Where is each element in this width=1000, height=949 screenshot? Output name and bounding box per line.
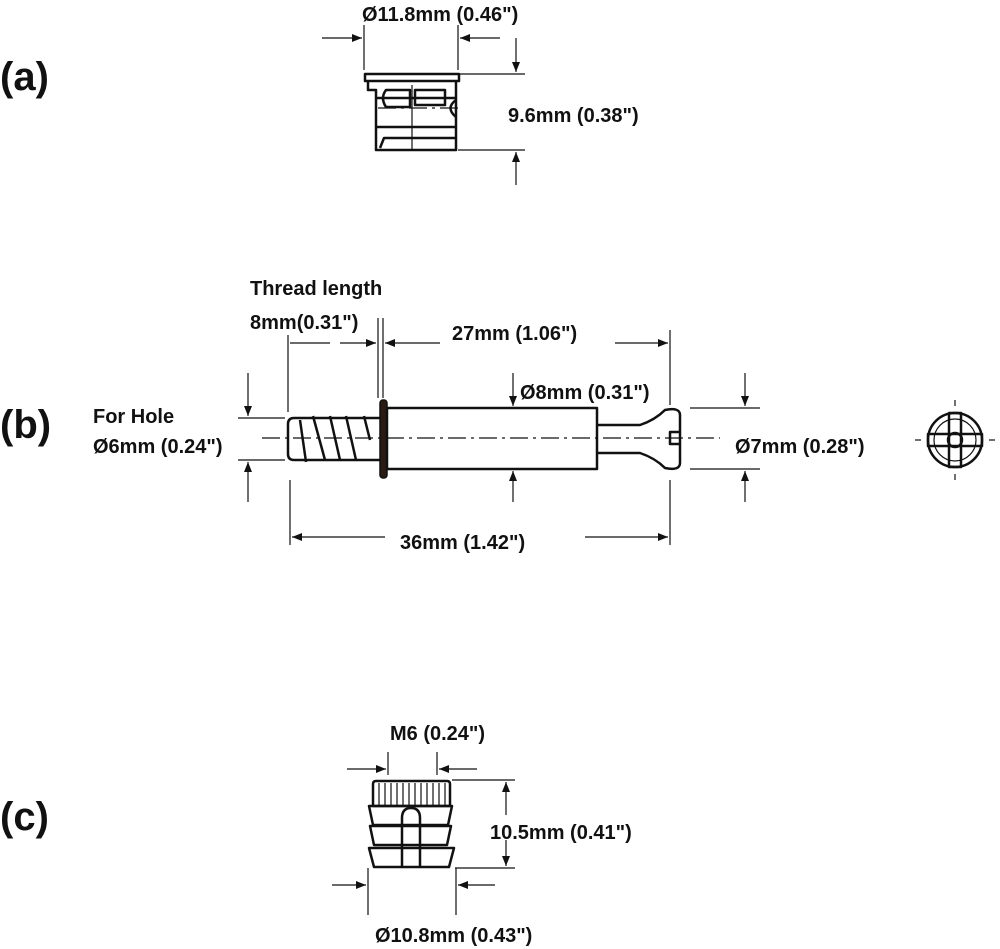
part-b-label: (b) bbox=[0, 403, 51, 447]
dimension-lines-c bbox=[332, 752, 515, 915]
part-a-height: 9.6mm (0.38") bbox=[508, 105, 639, 127]
part-a-diameter: Ø11.8mm (0.46") bbox=[362, 4, 518, 26]
thread-size: M6 (0.24") bbox=[390, 723, 485, 745]
hole-diameter: Ø6mm (0.24") bbox=[93, 436, 223, 458]
cam-bolt-drawing bbox=[262, 399, 720, 479]
part-b: (b) bbox=[0, 278, 995, 554]
part-c-label: (c) bbox=[0, 795, 49, 839]
insert-nut-drawing bbox=[367, 779, 456, 869]
thread-length-title: Thread length bbox=[250, 278, 382, 300]
dimension-lines-a bbox=[322, 25, 525, 185]
part-c-diameter: Ø10.8mm (0.43") bbox=[375, 925, 532, 947]
head-diameter: Ø7mm (0.28") bbox=[735, 436, 865, 458]
shaft-diameter: Ø8mm (0.31") bbox=[520, 382, 650, 404]
part-a: (a) Ø11.8mm (0.46") 9.6mm (0.38") bbox=[0, 4, 639, 185]
total-length: 36mm (1.42") bbox=[400, 532, 525, 554]
part-c-height: 10.5mm (0.41") bbox=[490, 822, 632, 844]
shaft-length: 27mm (1.06") bbox=[452, 323, 577, 345]
part-a-label: (a) bbox=[0, 55, 49, 99]
hole-title: For Hole bbox=[93, 406, 174, 428]
thread-length-value: 8mm(0.31") bbox=[250, 312, 358, 334]
dimension-lines-b bbox=[238, 318, 760, 545]
cam-housing-drawing bbox=[363, 72, 461, 152]
part-c: (c) M6 (0.24") 10.5mm (0.41") bbox=[0, 723, 632, 947]
end-view-icon bbox=[915, 400, 995, 480]
